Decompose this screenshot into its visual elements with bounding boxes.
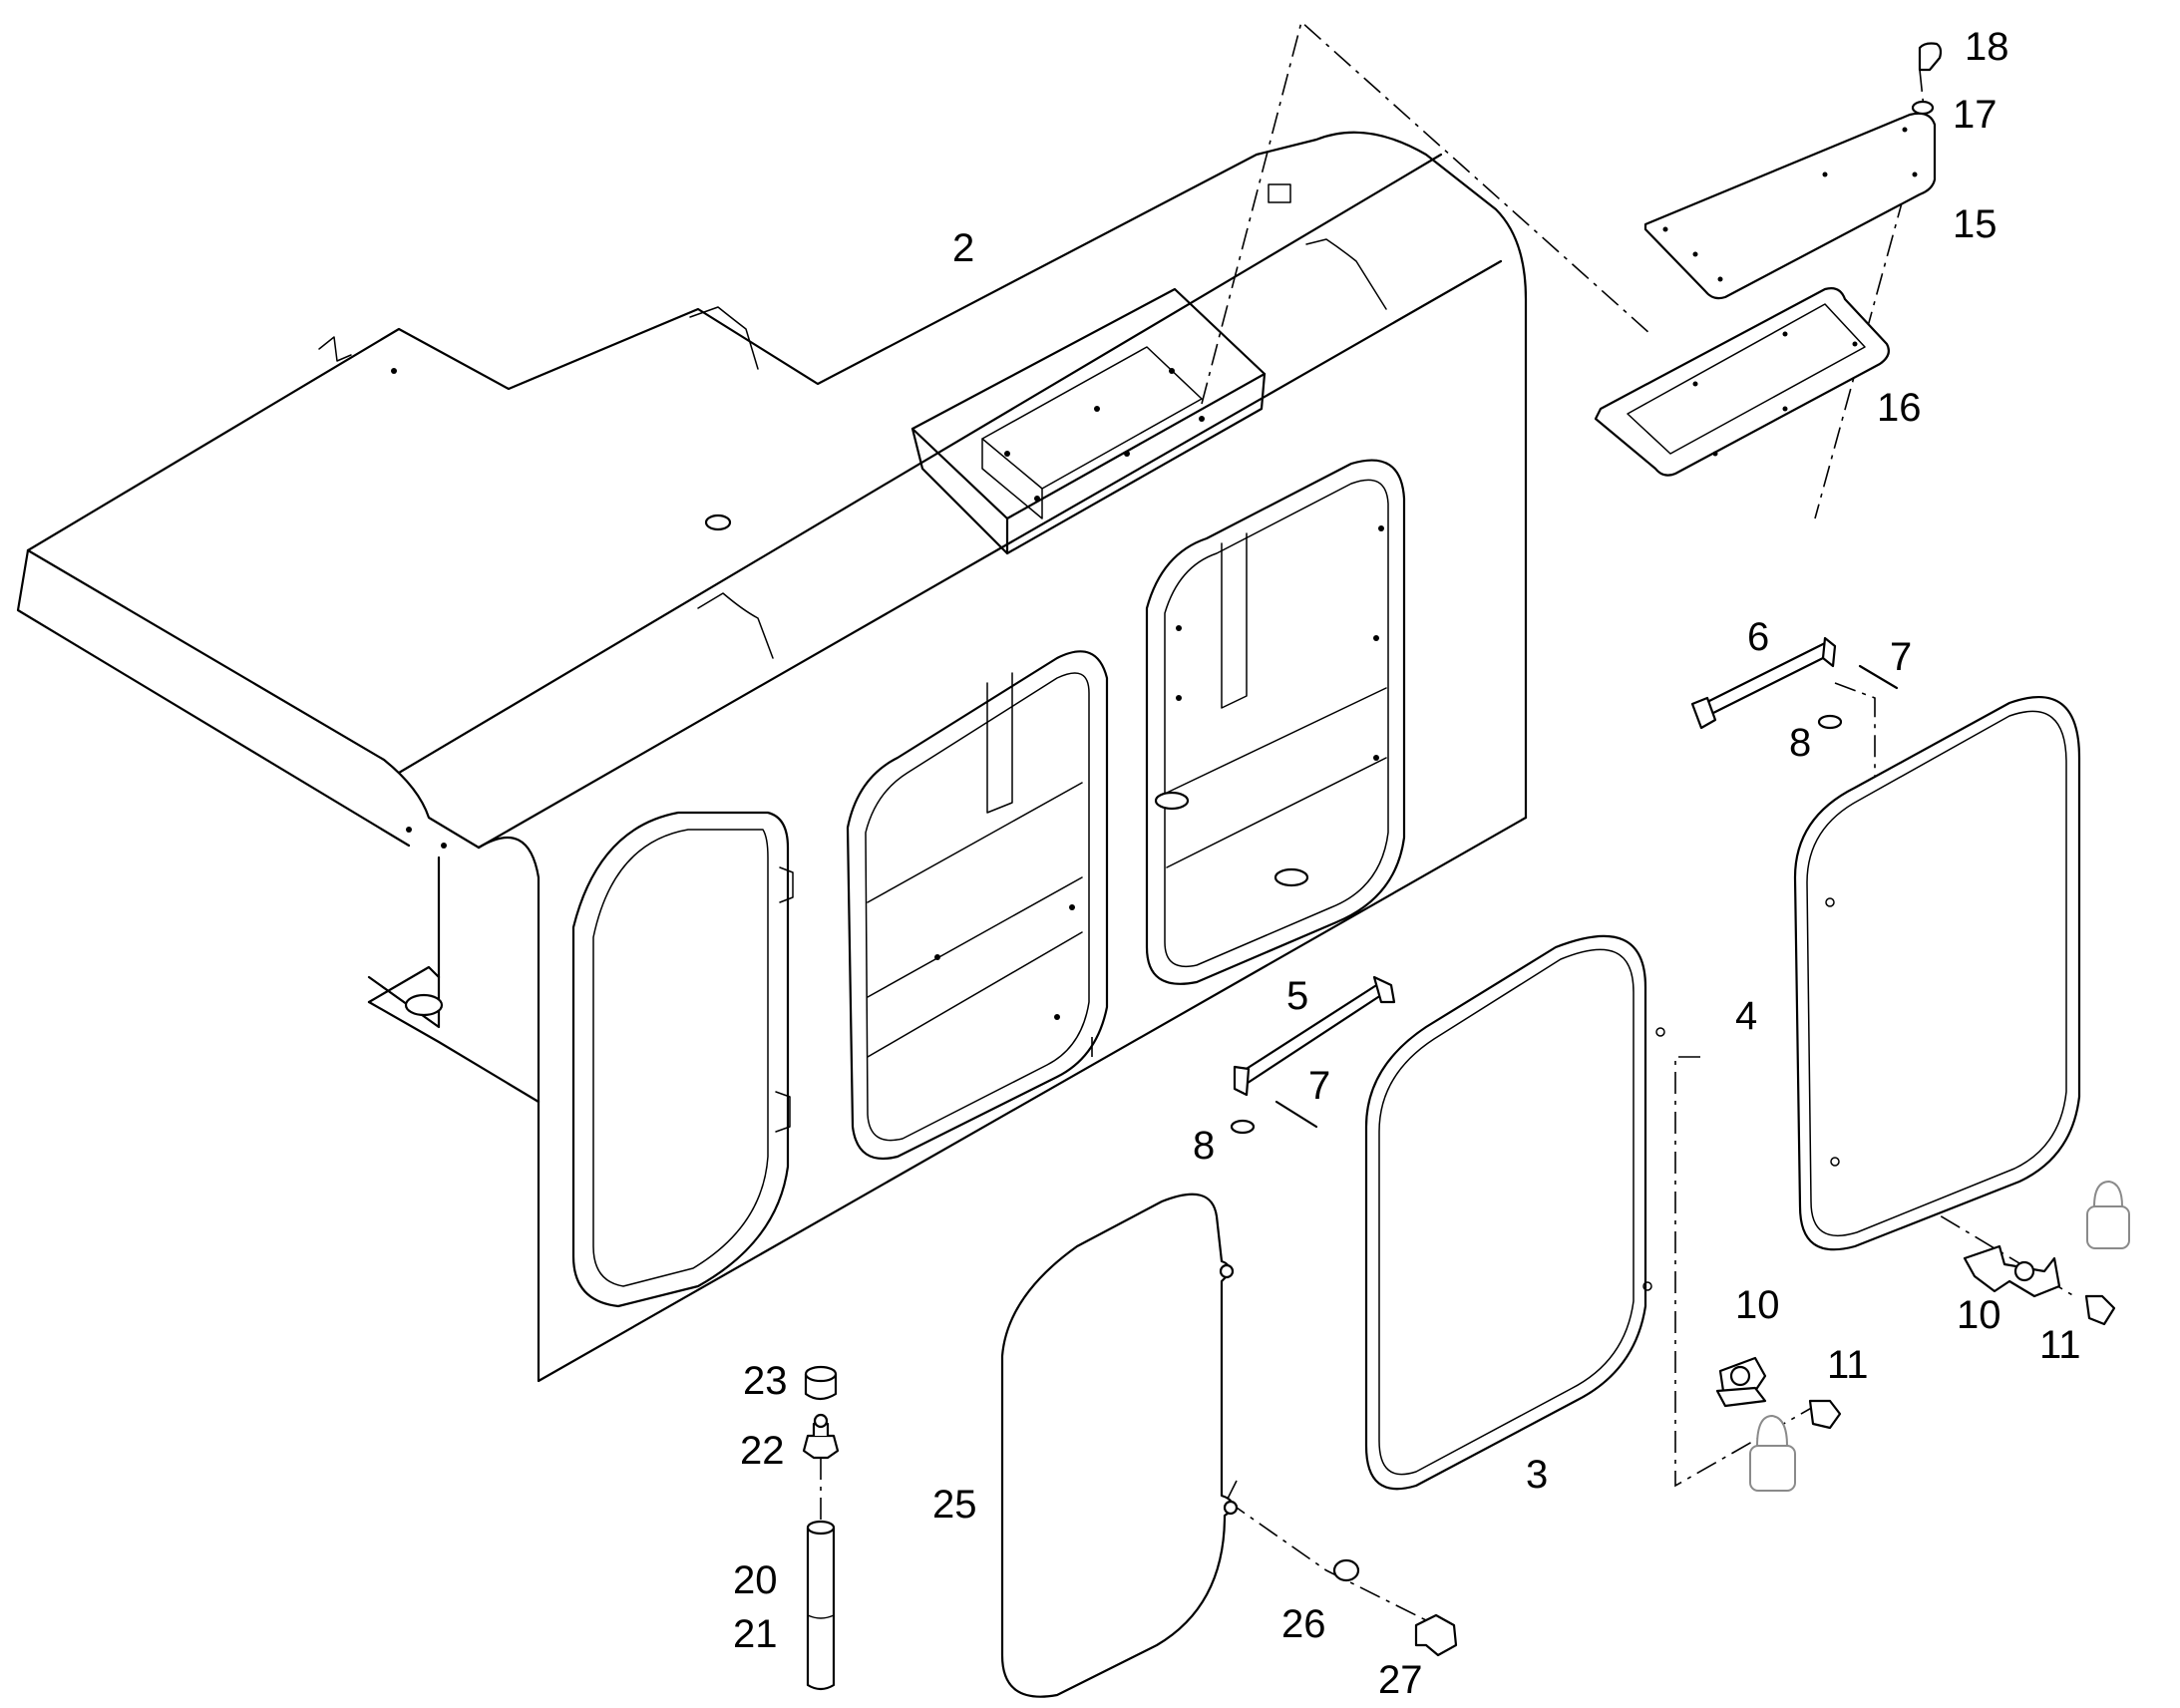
callout-25: 25 xyxy=(932,1483,977,1527)
callout-2: 2 xyxy=(952,226,974,270)
door-part-3 xyxy=(1364,934,1665,1491)
callout-18: 18 xyxy=(1965,25,2009,69)
washer-part-26 xyxy=(1332,1558,1360,1582)
callout-10-right: 10 xyxy=(1957,1293,2001,1337)
callout-4: 4 xyxy=(1735,994,1757,1038)
screw-part-18 xyxy=(1918,42,1943,72)
callout-21: 21 xyxy=(733,1612,778,1656)
latch-part-10-left xyxy=(1715,1356,1767,1408)
callout-labels: 2 3 4 5 6 7 7 8 8 10 10 11 11 15 16 17 1… xyxy=(733,25,2081,1702)
callout-8-lower: 8 xyxy=(1193,1124,1215,1168)
callout-10-left: 10 xyxy=(1735,1283,1780,1327)
rod-part-5 xyxy=(1233,975,1396,1097)
callout-11-right: 11 xyxy=(2039,1323,2081,1367)
pin-part-20 xyxy=(806,1520,836,1691)
screw-part-11-left xyxy=(1808,1399,1842,1430)
callout-8-upper: 8 xyxy=(1789,721,1811,765)
pin-part-7-upper xyxy=(1858,664,1899,690)
washer-part-8-upper xyxy=(1817,714,1843,730)
callout-20: 20 xyxy=(733,1558,778,1602)
callout-3: 3 xyxy=(1526,1453,1548,1497)
pin-part-7-lower xyxy=(1274,1100,1318,1129)
padlock-icon-right xyxy=(2086,1180,2130,1249)
cap-part-23 xyxy=(804,1365,838,1401)
callout-26: 26 xyxy=(1281,1602,1326,1646)
side-panel-part-25 xyxy=(1000,1193,1239,1698)
callout-6: 6 xyxy=(1747,615,1769,659)
callout-7-lower: 7 xyxy=(1308,1064,1330,1108)
callout-16: 16 xyxy=(1877,386,1922,430)
washer-part-17 xyxy=(1911,100,1935,116)
callout-23: 23 xyxy=(743,1359,788,1403)
callout-27: 27 xyxy=(1378,1658,1423,1702)
callout-5: 5 xyxy=(1286,974,1308,1018)
rod-part-6 xyxy=(1690,636,1837,730)
gasket-part-16 xyxy=(1594,287,1890,477)
latch-part-10-right xyxy=(1963,1244,2061,1298)
padlock-icon-left xyxy=(1749,1414,1796,1492)
callout-15: 15 xyxy=(1953,202,1998,246)
callout-11-left: 11 xyxy=(1827,1343,1869,1387)
cover-plate-part-15 xyxy=(1643,112,1937,300)
screw-part-11-right xyxy=(2084,1294,2116,1326)
callout-7-upper: 7 xyxy=(1890,635,1912,679)
bolt-part-27 xyxy=(1414,1613,1458,1657)
washer-part-8-lower xyxy=(1230,1119,1256,1135)
housing-part-2 xyxy=(16,131,1528,1383)
callout-17: 17 xyxy=(1953,93,1998,137)
door-part-4 xyxy=(1793,695,2081,1251)
grease-nipple-part-22 xyxy=(802,1413,840,1460)
callout-22: 22 xyxy=(740,1429,785,1473)
